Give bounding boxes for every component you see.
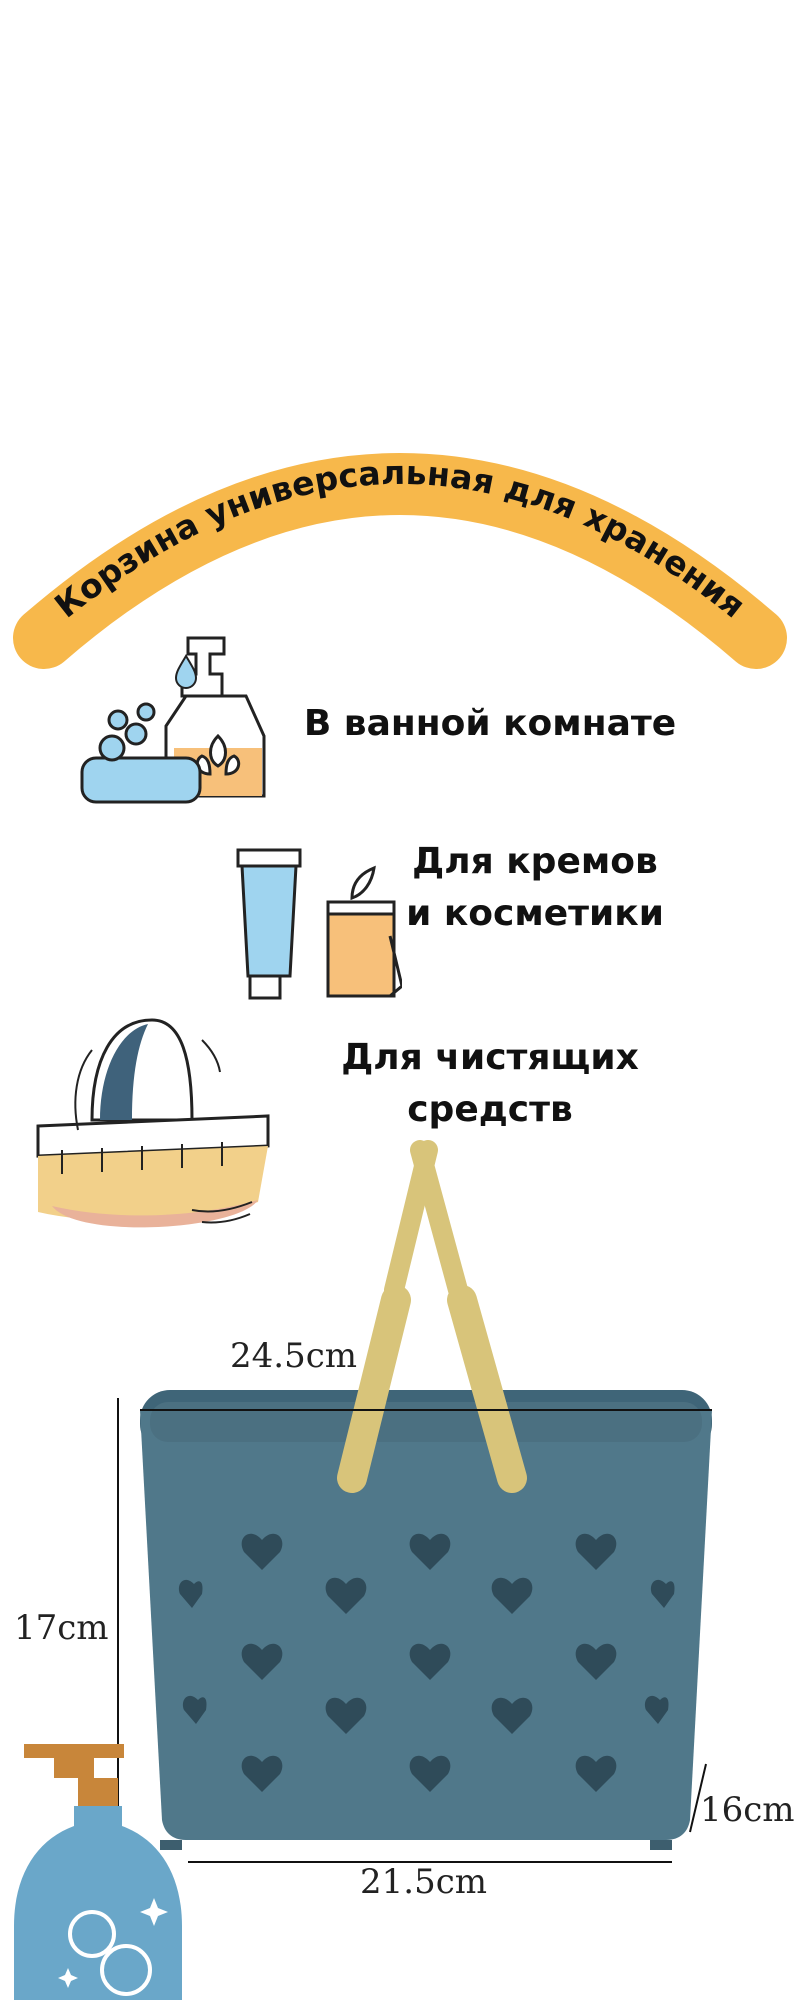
dimension-height: 17cm [14, 1608, 109, 1648]
soap-bottle-icon [80, 636, 266, 804]
cream-tube-jar-icon [236, 848, 402, 1000]
heart-holes [178, 1533, 675, 1792]
feature-cleaning-text: Для чистящих средств [300, 1032, 680, 1136]
curved-title-banner: Корзина универсальная для хранения [13, 453, 787, 669]
feature-cleaning-line1: Для чистящих [341, 1037, 639, 1078]
feature-cleaning-line2: средств [407, 1089, 573, 1130]
dispenser-bottle-icon [14, 1744, 182, 2000]
feature-bathroom-line1: В ванной комнате [303, 703, 677, 744]
feature-cosmetics-line2: и косметики [406, 893, 664, 934]
scrub-brush-icon [36, 1018, 270, 1228]
storage-basket-image [117, 1140, 712, 1863]
feature-cosmetics-line1: Для кремов [412, 841, 658, 882]
dimension-depth: 16cm [700, 1790, 795, 1830]
feature-bathroom-text: В ванной комнате [290, 698, 690, 750]
dimension-bottom-width: 21.5cm [360, 1862, 487, 1902]
dimension-top-width: 24.5cm [230, 1336, 357, 1376]
feature-cosmetics-text: Для кремов и косметики [390, 836, 680, 940]
